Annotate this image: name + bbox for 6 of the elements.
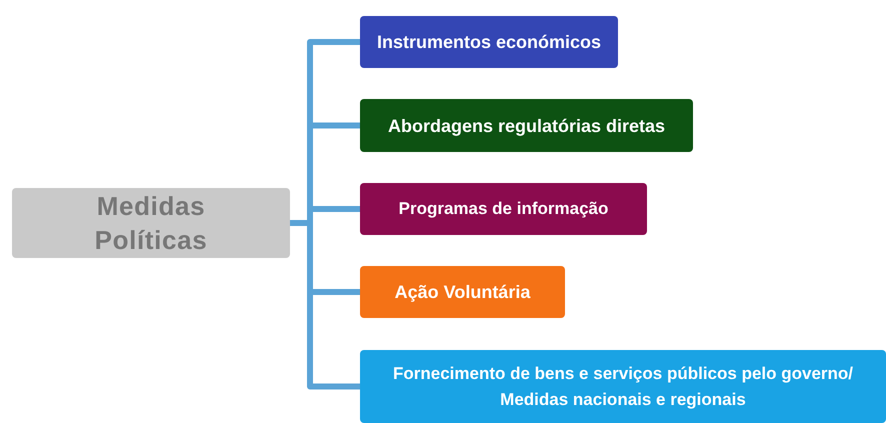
root-box: Medidas Políticas bbox=[12, 188, 290, 258]
category-box: Fornecimento de bens e serviços públicos pelo governo/ Medidas nacionais e regionais bbox=[360, 350, 886, 423]
category-box: Abordagens regulatórias diretas bbox=[360, 99, 693, 152]
category-box: Instrumentos económicos bbox=[360, 16, 618, 68]
category-box: Ação Voluntária bbox=[360, 266, 565, 318]
category-box: Programas de informação bbox=[360, 183, 647, 235]
